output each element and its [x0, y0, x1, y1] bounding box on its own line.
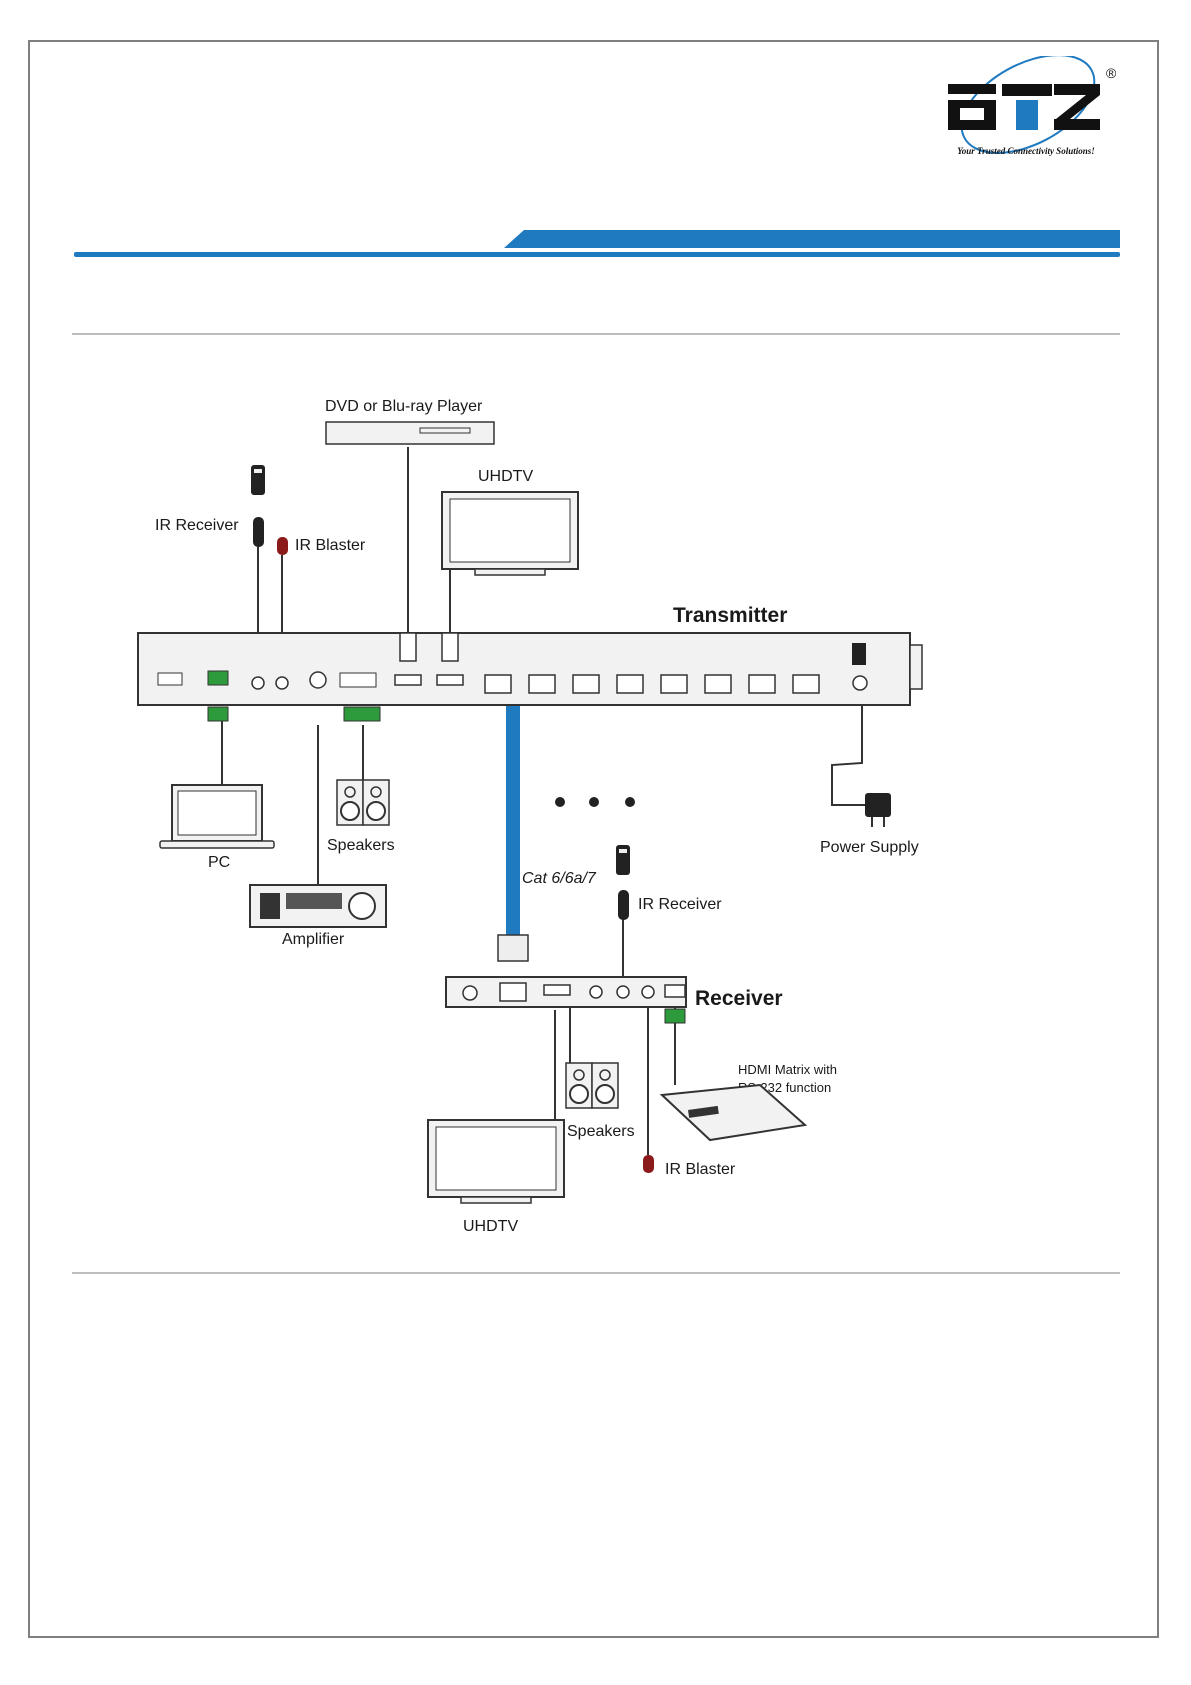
power-adapter-icon	[865, 793, 891, 827]
speakers-bottom-label: Speakers	[567, 1123, 635, 1140]
more-outputs-dot	[625, 797, 635, 807]
logo-z-bottom	[1054, 119, 1100, 130]
more-outputs-dot	[589, 797, 599, 807]
remote-icon	[616, 845, 630, 875]
receiver	[446, 977, 686, 1007]
ir-sensor-icon	[253, 517, 264, 547]
rj45-connector-icon	[498, 935, 528, 961]
hdmi-connector-icon	[442, 633, 458, 661]
amplifier-icon	[250, 885, 386, 927]
speakers-top-label: Speakers	[327, 837, 395, 854]
speaker-icon	[566, 1063, 618, 1108]
terminal-block-icon	[344, 707, 380, 721]
header-band	[72, 226, 1122, 262]
tv-icon	[442, 492, 578, 575]
tv-icon	[428, 1120, 564, 1203]
terminal-block-icon	[665, 1009, 685, 1023]
power-switch	[852, 643, 866, 665]
logo-t-stem	[1016, 100, 1038, 130]
ir-sensor-icon	[618, 890, 629, 920]
pc-label: PC	[208, 854, 230, 871]
uhdtv-top-label: UHDTV	[478, 468, 533, 485]
laptop-icon	[160, 785, 274, 848]
ir-blaster-bottom-label: IR Blaster	[665, 1161, 736, 1178]
registered-mark: ®	[1106, 65, 1116, 81]
atz-logo: ® Your Trusted Connectivity Solutions!	[936, 56, 1116, 166]
bottom-divider	[72, 1272, 1120, 1274]
connection-diagram: Cat 6/6a/7 DVD or Blu-ray Player UHDTV I…	[130, 395, 940, 1250]
transmitter	[138, 633, 922, 705]
uhdtv-bottom-label: UHDTV	[463, 1218, 518, 1235]
logo-z-top	[1054, 84, 1100, 95]
receiver-label: Receiver	[695, 987, 783, 1010]
logo-t-bar	[1002, 84, 1052, 96]
cable-label: Cat 6/6a/7	[522, 870, 597, 887]
logo-a-hole	[960, 108, 984, 120]
more-outputs-dot	[555, 797, 565, 807]
ir-receiver-top-label: IR Receiver	[155, 517, 239, 534]
amplifier-label: Amplifier	[282, 931, 345, 948]
ir-emitter-icon	[643, 1155, 654, 1173]
power-cable	[832, 695, 865, 805]
speaker-icon	[337, 780, 389, 825]
transmitter-label: Transmitter	[673, 604, 787, 627]
top-divider	[72, 333, 1120, 335]
logo-tagline: Your Trusted Connectivity Solutions!	[957, 146, 1094, 156]
ir-emitter-icon	[277, 537, 288, 555]
power-supply-label: Power Supply	[820, 839, 919, 856]
header-band-wedge	[504, 230, 1120, 248]
remote-icon	[251, 465, 265, 495]
ir-receiver-bottom-label: IR Receiver	[638, 896, 722, 913]
logo-a-top	[948, 84, 996, 94]
dvd-player-label: DVD or Blu-ray Player	[325, 398, 483, 415]
terminal-block-icon	[208, 707, 228, 721]
cat-cable	[506, 700, 520, 935]
hdmi-connector-icon	[400, 633, 416, 661]
ir-blaster-top-label: IR Blaster	[295, 537, 366, 554]
hdmi-matrix-label-1: HDMI Matrix with	[738, 1062, 837, 1077]
header-band-line	[74, 252, 1120, 257]
